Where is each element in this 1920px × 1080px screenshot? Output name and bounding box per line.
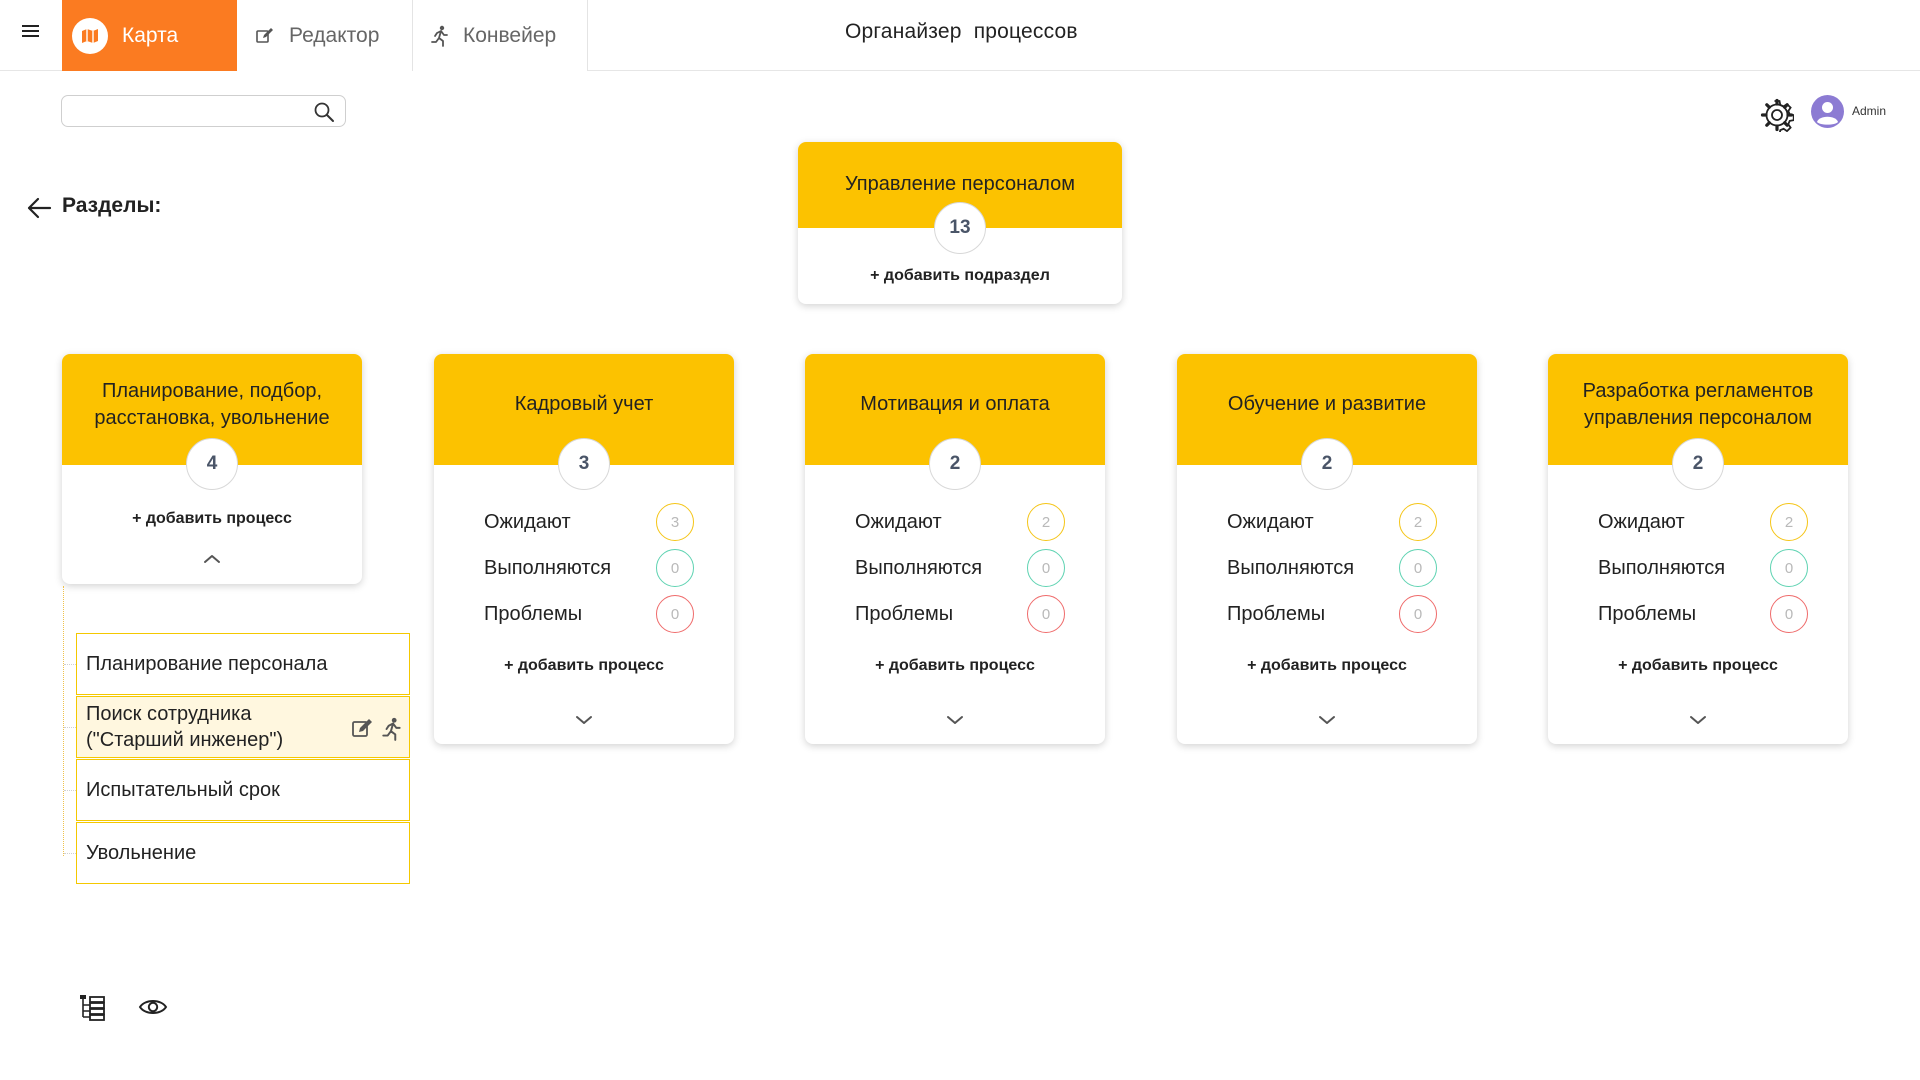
search-box[interactable] bbox=[61, 95, 346, 127]
stat-row-running: Выполняются 0 bbox=[855, 548, 1065, 588]
stat-label: Ожидают bbox=[1598, 510, 1685, 533]
status-badge-running[interactable]: 0 bbox=[1027, 549, 1065, 587]
tree-connector bbox=[64, 664, 76, 665]
tab-pipeline-label: Конвейер bbox=[463, 23, 557, 47]
chevron-down-icon[interactable] bbox=[945, 713, 965, 727]
add-process-button[interactable]: + добавить процесс bbox=[875, 657, 1035, 674]
stat-label: Проблемы bbox=[484, 602, 583, 625]
stat-label: Ожидают bbox=[484, 510, 571, 533]
stat-label: Выполняются bbox=[855, 556, 983, 579]
stat-row-waiting: Ожидают 2 bbox=[1227, 502, 1437, 542]
process-label: Поиск сотрудника ("Старший инженер") bbox=[86, 703, 284, 751]
map-icon bbox=[72, 17, 108, 54]
status-badge-waiting[interactable]: 2 bbox=[1399, 503, 1437, 541]
subsection-title: Планирование, подбор, расстановка, уволь… bbox=[62, 354, 362, 465]
stat-label: Проблемы bbox=[1227, 602, 1326, 625]
chevron-down-icon[interactable] bbox=[1317, 713, 1337, 727]
subsection-count: 4 bbox=[186, 438, 238, 490]
stat-row-running: Выполняются 0 bbox=[484, 548, 694, 588]
subsection-count: 2 bbox=[1672, 438, 1724, 490]
stat-label: Выполняются bbox=[484, 556, 612, 579]
add-process-button[interactable]: + добавить процесс bbox=[132, 510, 292, 527]
stat-label: Проблемы bbox=[1598, 602, 1697, 625]
add-process-button[interactable]: + добавить процесс bbox=[1247, 657, 1407, 674]
status-badge-problems[interactable]: 0 bbox=[1027, 595, 1065, 633]
subsection-count: 2 bbox=[1301, 438, 1353, 490]
stat-label: Выполняются bbox=[1598, 556, 1726, 579]
tab-map[interactable]: Карта bbox=[62, 0, 237, 71]
subsection-card[interactable]: Планирование, подбор, расстановка, уволь… bbox=[62, 354, 362, 584]
subsection-card[interactable]: Кадровый учет 3 Ожидают 3 Выполняются 0 … bbox=[434, 354, 734, 744]
root-section-count: 13 bbox=[934, 202, 986, 254]
process-item[interactable]: Планирование персонала bbox=[76, 633, 410, 695]
status-badge-waiting[interactable]: 3 bbox=[656, 503, 694, 541]
app-title: Органайзер процессов bbox=[845, 20, 1078, 43]
tree-connector-line bbox=[63, 586, 64, 856]
edit-icon bbox=[255, 26, 275, 46]
subsection-card[interactable]: Обучение и развитие 2 Ожидают 2 Выполняю… bbox=[1177, 354, 1477, 744]
process-label: Увольнение bbox=[86, 842, 197, 864]
add-process-button[interactable]: + добавить процесс bbox=[1618, 657, 1778, 674]
process-label: Планирование персонала bbox=[86, 653, 328, 675]
gear-icon[interactable] bbox=[1760, 98, 1795, 135]
process-label: Испытательный срок bbox=[86, 779, 280, 801]
edit-icon[interactable] bbox=[351, 717, 375, 739]
add-process-button[interactable]: + добавить процесс bbox=[504, 657, 664, 674]
stat-row-waiting: Ожидают 2 bbox=[855, 502, 1065, 542]
status-badge-waiting[interactable]: 2 bbox=[1770, 503, 1808, 541]
tree-connector bbox=[64, 727, 76, 728]
stat-row-waiting: Ожидают 2 bbox=[1598, 502, 1808, 542]
stat-row-problems: Проблемы 0 bbox=[1598, 594, 1808, 634]
user-name: Admin bbox=[1852, 104, 1887, 118]
process-actions bbox=[351, 717, 403, 741]
process-item[interactable]: Испытательный срок bbox=[76, 759, 410, 821]
tree-connector bbox=[64, 790, 76, 791]
stat-row-problems: Проблемы 0 bbox=[484, 594, 694, 634]
status-badge-waiting[interactable]: 2 bbox=[1027, 503, 1065, 541]
search-input[interactable] bbox=[70, 97, 310, 125]
tab-editor[interactable]: Редактор bbox=[237, 0, 413, 71]
stat-row-running: Выполняются 0 bbox=[1598, 548, 1808, 588]
hamburger-icon[interactable] bbox=[22, 22, 42, 46]
status-badge-problems[interactable]: 0 bbox=[1770, 595, 1808, 633]
stat-row-problems: Проблемы 0 bbox=[855, 594, 1065, 634]
status-badge-running[interactable]: 0 bbox=[1770, 549, 1808, 587]
stat-label: Проблемы bbox=[855, 602, 954, 625]
subsection-count: 3 bbox=[558, 438, 610, 490]
subsection-count: 2 bbox=[929, 438, 981, 490]
status-badge-problems[interactable]: 0 bbox=[656, 595, 694, 633]
status-badge-problems[interactable]: 0 bbox=[1399, 595, 1437, 633]
avatar[interactable] bbox=[1811, 95, 1844, 128]
subsection-card[interactable]: Разработка регламентов управления персон… bbox=[1548, 354, 1848, 744]
top-bar: Карта Редактор Конвейер Органайзер проце… bbox=[0, 0, 1920, 71]
tab-editor-label: Редактор bbox=[289, 23, 380, 47]
back-arrow-icon[interactable] bbox=[26, 196, 52, 220]
tab-pipeline[interactable]: Конвейер bbox=[413, 0, 588, 71]
root-section-card[interactable]: Управление персоналом 13 + добавить подр… bbox=[798, 142, 1122, 304]
status-badge-running[interactable]: 0 bbox=[1399, 549, 1437, 587]
stat-label: Ожидают bbox=[855, 510, 942, 533]
status-badge-running[interactable]: 0 bbox=[656, 549, 694, 587]
eye-icon[interactable] bbox=[137, 992, 169, 1022]
process-item-selected[interactable]: Поиск сотрудника ("Старший инженер") bbox=[76, 696, 410, 758]
sections-label: Разделы: bbox=[62, 194, 162, 217]
chevron-down-icon[interactable] bbox=[1688, 713, 1708, 727]
tree-connector bbox=[64, 853, 76, 854]
stat-label: Ожидают bbox=[1227, 510, 1314, 533]
chevron-down-icon[interactable] bbox=[574, 713, 594, 727]
add-subsection-button[interactable]: + добавить подраздел bbox=[870, 267, 1050, 284]
runner-icon bbox=[431, 25, 449, 47]
search-icon[interactable] bbox=[313, 101, 335, 128]
runner-icon[interactable] bbox=[381, 717, 403, 741]
stat-row-problems: Проблемы 0 bbox=[1227, 594, 1437, 634]
tree-view-icon[interactable] bbox=[78, 992, 110, 1022]
stat-label: Выполняются bbox=[1227, 556, 1355, 579]
tab-map-label: Карта bbox=[122, 23, 179, 47]
process-item[interactable]: Увольнение bbox=[76, 822, 410, 884]
stat-row-waiting: Ожидают 3 bbox=[484, 502, 694, 542]
chevron-up-icon[interactable] bbox=[202, 552, 222, 566]
subsection-card[interactable]: Мотивация и оплата 2 Ожидают 2 Выполняют… bbox=[805, 354, 1105, 744]
stat-row-running: Выполняются 0 bbox=[1227, 548, 1437, 588]
